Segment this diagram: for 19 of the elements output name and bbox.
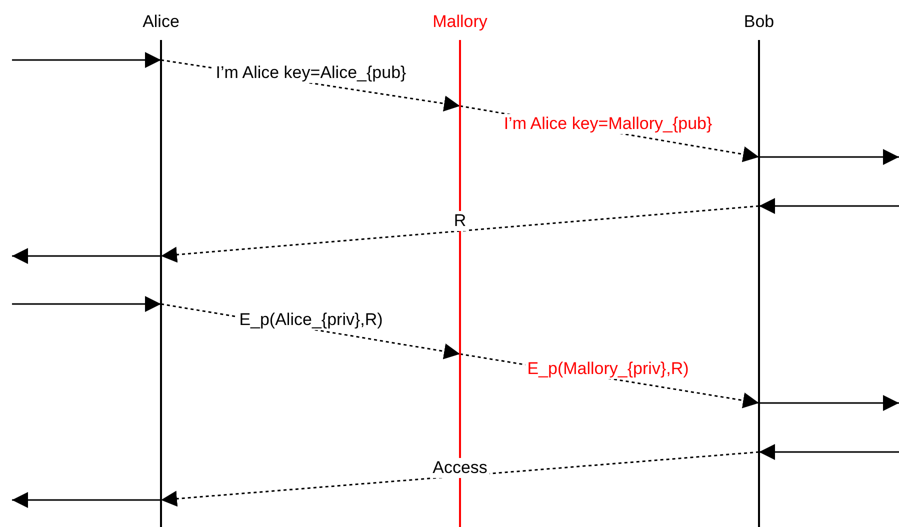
- participant-name: Bob: [742, 11, 776, 33]
- message-label: I’m Alice key=Alice_{pub}: [214, 63, 408, 83]
- participant-name: Mallory: [432, 11, 488, 33]
- message-arrow: [12, 248, 161, 264]
- message-label: Access: [430, 458, 490, 478]
- message-arrow: [759, 444, 899, 460]
- message-label: E_p(Alice_{priv},R): [237, 310, 385, 330]
- message-arrow: [160, 205, 760, 263]
- message-label: E_p(Mallory_{priv},R): [525, 359, 691, 379]
- message-label: I’m Alice key=Mallory_{pub}: [502, 114, 714, 134]
- message-arrow: [12, 296, 161, 312]
- message-arrow: [12, 492, 161, 508]
- participant-name: Alice: [142, 11, 180, 33]
- message-arrow: [759, 198, 899, 214]
- message-arrow: [160, 451, 760, 507]
- message-arrow: [12, 52, 161, 68]
- message-label: R: [452, 211, 468, 231]
- message-arrow: [759, 149, 899, 165]
- message-arrow: [759, 395, 899, 411]
